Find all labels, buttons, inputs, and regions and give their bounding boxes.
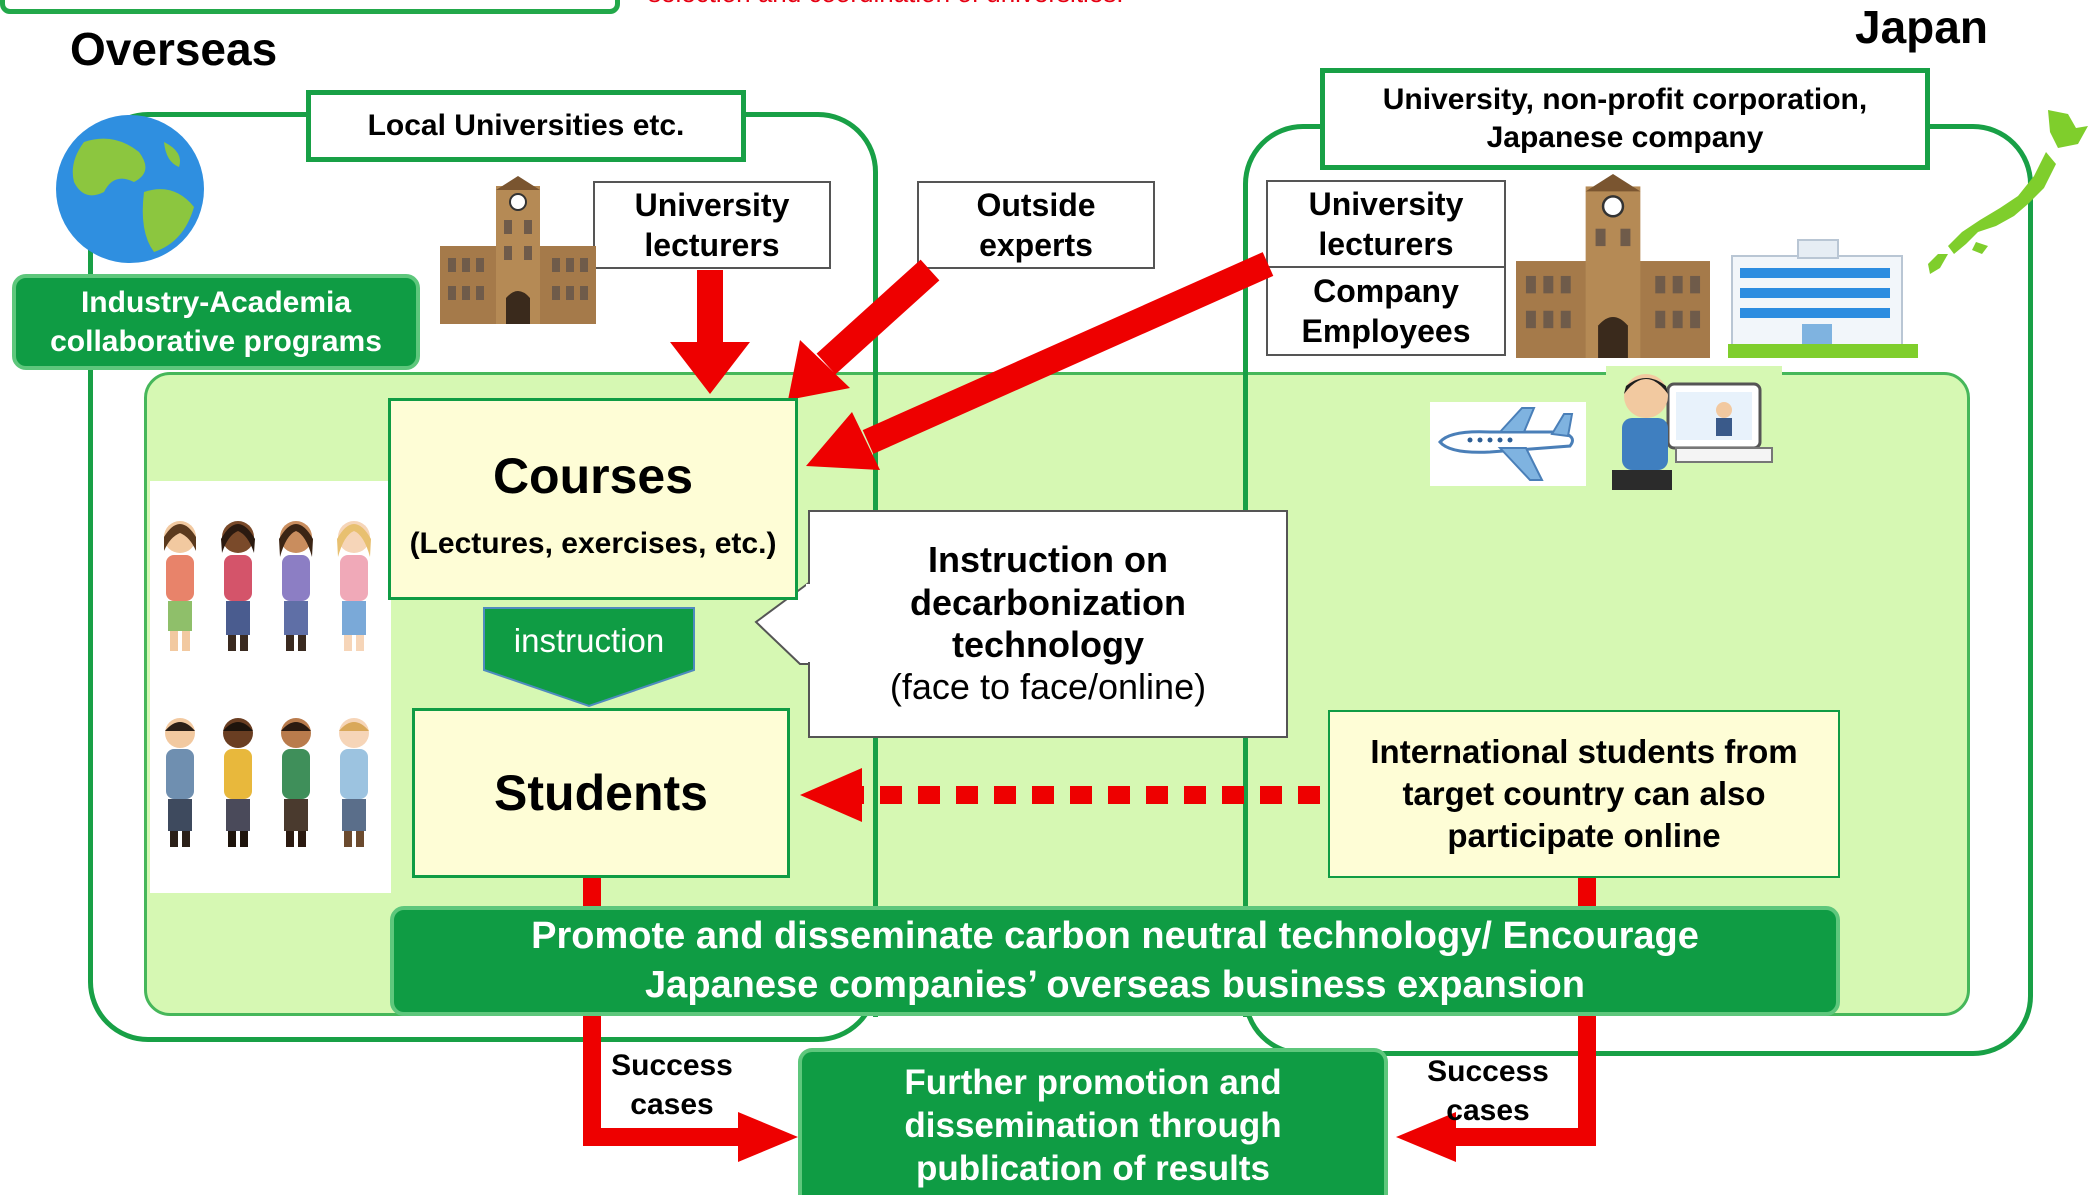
overseas-lecturers-box: University lecturers: [593, 181, 831, 269]
courses-subtitle: (Lectures, exercises, etc.): [409, 527, 777, 560]
decarb-line4: (face to face/online): [889, 666, 1207, 708]
decarbonization-callout: Instruction on decarbonization technolog…: [808, 510, 1288, 738]
further-promotion-box: Further promotion and dissemination thro…: [798, 1048, 1388, 1195]
japan-orgs-label: University, non-profit corporation, Japa…: [1320, 68, 1930, 170]
overseas-title: Overseas: [70, 23, 278, 75]
company-employees-line2: Employees: [1301, 313, 1471, 349]
intl-students-box: International students from target count…: [1328, 710, 1840, 878]
success-right-line2: cases: [1446, 1094, 1530, 1127]
japan-orgs-line1: University, non-profit corporation,: [1382, 82, 1868, 116]
courses-title: Courses: [492, 448, 694, 504]
globe-icon: [56, 115, 204, 263]
outside-experts-line1: Outside: [976, 187, 1096, 223]
further-line1: Further promotion and: [904, 1063, 1282, 1103]
industry-academia-line1: Industry-Academia: [80, 286, 352, 319]
japan-lecturers-box: University lecturers: [1266, 180, 1506, 268]
title-banner-cropped: [0, 0, 620, 14]
success-left-line2: cases: [630, 1088, 714, 1121]
success-cases-left: Success cases: [604, 1044, 740, 1126]
japan-orgs-line2: Japanese company: [1486, 121, 1764, 154]
further-line3: publication of results: [916, 1148, 1270, 1188]
outside-experts-line2: experts: [979, 227, 1093, 263]
promote-line2: Japanese companies’ overseas business ex…: [645, 964, 1585, 1006]
outside-experts-box: Outside experts: [917, 181, 1155, 269]
decarb-line2: decarbonization: [909, 581, 1187, 623]
arrow-success-left: [583, 876, 798, 1162]
intl-students-line2: target country can also: [1402, 774, 1766, 812]
decarb-line1: Instruction on: [928, 539, 1168, 581]
industry-academia-badge: Industry-Academia collaborative programs: [12, 274, 420, 370]
japan-lecturers-line1: University: [1308, 186, 1464, 222]
success-cases-right: Success cases: [1414, 1050, 1562, 1132]
airplane-icon: [1430, 402, 1586, 486]
courses-box: Courses (Lectures, exercises, etc.): [388, 398, 798, 600]
japan-title: Japan: [1855, 1, 1988, 53]
japan-lecturers-line2: lecturers: [1318, 226, 1454, 262]
local-universities-label: Local Universities etc.: [306, 90, 746, 162]
university-building-icon: [440, 176, 596, 324]
promote-banner: Promote and disseminate carbon neutral t…: [390, 906, 1840, 1016]
overseas-lecturers-line1: University: [634, 187, 790, 223]
callout-pointer-join: [806, 584, 812, 662]
online-learner-icon: [1606, 366, 1782, 492]
promote-line1: Promote and disseminate carbon neutral t…: [531, 914, 1699, 957]
student-group-icon: [164, 521, 371, 847]
japan-map-icon: [1928, 110, 2088, 274]
arrow-success-right: [1396, 876, 1596, 1162]
success-right-line1: Success: [1427, 1055, 1549, 1088]
decarb-line3: technology: [951, 624, 1144, 665]
header-note: selection and coordination of universiti…: [648, 0, 1468, 9]
intl-students-line3: participate online: [1447, 817, 1721, 855]
students-box: Students: [412, 708, 790, 878]
arrow-lecturers-to-courses: [670, 270, 750, 394]
office-building-icon: [1728, 239, 1918, 358]
further-line2: dissemination through: [904, 1106, 1282, 1146]
overseas-lecturers-line2: lecturers: [644, 227, 780, 263]
arrow-experts-to-courses: [788, 259, 940, 400]
arrow-intl-to-students: [800, 768, 1320, 822]
student-group-illustration: [150, 481, 391, 893]
company-employees-line1: Company: [1313, 273, 1459, 309]
instruction-label: instruction: [513, 622, 665, 659]
arrow-japan-to-courses: [806, 252, 1274, 470]
company-employees-box: Company Employees: [1266, 266, 1506, 356]
industry-academia-line2: collaborative programs: [50, 325, 382, 358]
instruction-arrow-shape: [483, 607, 695, 708]
intl-students-line1: International students from: [1370, 732, 1798, 770]
university-building-icon-japan: [1516, 174, 1710, 358]
success-left-line1: Success: [611, 1049, 733, 1082]
